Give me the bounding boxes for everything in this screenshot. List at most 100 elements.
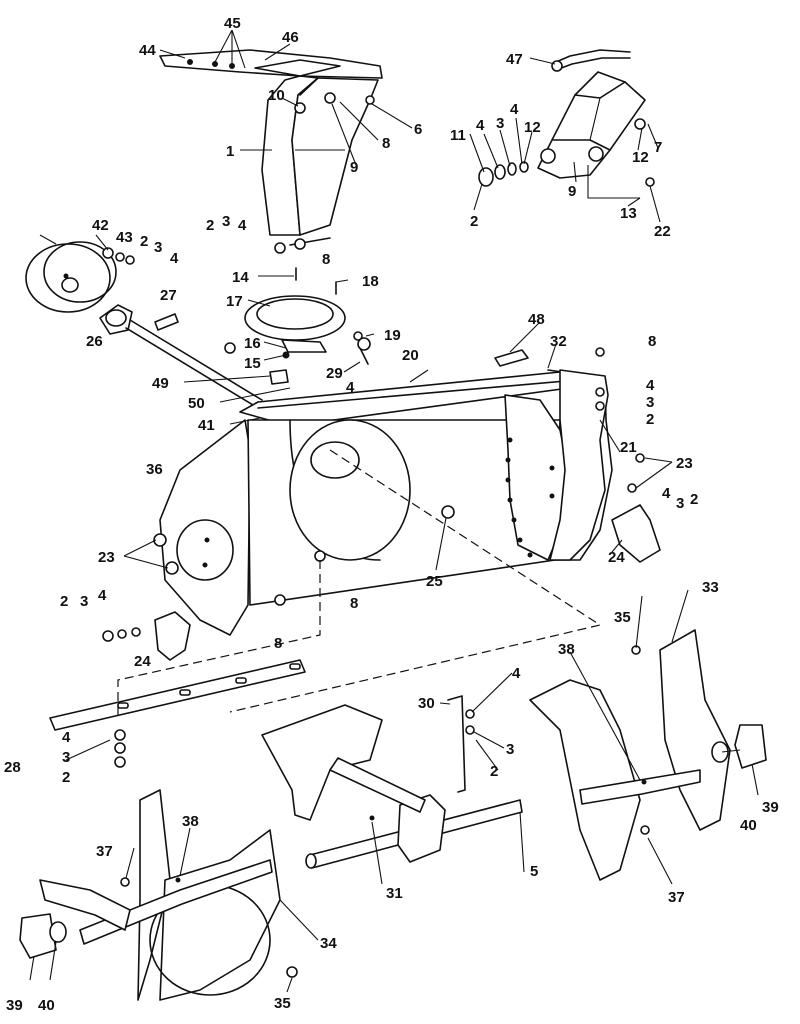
chute-deflector: [159, 49, 383, 79]
callout-2-right: 2: [646, 411, 654, 428]
callout-8-chute-base: 8: [322, 251, 330, 268]
callout-39-right: 39: [762, 799, 779, 816]
callout-36: 36: [146, 461, 163, 478]
callout-30: 30: [418, 695, 435, 712]
auger-gearbox-shaft: [261, 704, 523, 869]
callout-27: 27: [160, 287, 177, 304]
callout-4-skid-right: 4: [662, 485, 671, 502]
callout-2-deflector: 2: [470, 213, 478, 230]
callout-24-left: 24: [134, 653, 151, 670]
callout-12-deflector: 12: [524, 119, 541, 136]
callout-3-scraper: 3: [62, 749, 70, 766]
callout-3-right: 3: [646, 394, 654, 411]
callout-4-right: 4: [646, 377, 655, 394]
callout-29: 29: [326, 365, 343, 382]
callout-12-crank: 12: [632, 149, 649, 166]
auger-control-rod: [447, 695, 475, 793]
callout-37-right: 37: [668, 889, 685, 906]
callout-4-housing: 4: [346, 379, 355, 396]
callout-10: 10: [268, 87, 285, 104]
callout-20: 20: [402, 347, 419, 364]
callout-4-pulley: 4: [170, 250, 179, 267]
right-bearing-housing: [711, 724, 767, 769]
callout-21: 21: [620, 439, 637, 456]
callout-15: 15: [244, 355, 261, 372]
right-auger-flight: [529, 629, 731, 881]
callout-35-left: 35: [274, 995, 291, 1012]
callout-33: 33: [702, 579, 719, 596]
callout-8-housing-lower: 8: [350, 595, 358, 612]
callout-2-scraper: 2: [62, 769, 70, 786]
callout-14: 14: [232, 269, 249, 286]
assembly-path: [229, 449, 602, 713]
callout-28: 28: [4, 759, 21, 776]
callout-46: 46: [282, 29, 299, 46]
housing-left-side-plate: [159, 419, 251, 636]
callout-2-rod: 2: [490, 763, 498, 780]
callout-49: 49: [152, 375, 169, 392]
callout-9-chute: 9: [350, 159, 358, 176]
callout-38-right: 38: [558, 641, 575, 658]
callout-3-deflector: 3: [496, 115, 504, 132]
callout-42: 42: [92, 217, 109, 234]
callout-16: 16: [244, 335, 261, 352]
assembly-path-left: [117, 560, 321, 720]
callout-19: 19: [384, 327, 401, 344]
callout-31: 31: [386, 885, 403, 902]
left-bearing-housing: [19, 913, 67, 959]
callout-3-chute-base: 3: [222, 213, 230, 230]
callout-50: 50: [188, 395, 205, 412]
callout-24-right: 24: [608, 549, 625, 566]
scraper-bar: [49, 659, 306, 731]
housing-right-side-plate: [549, 369, 661, 563]
callout-1: 1: [226, 143, 234, 160]
callout-2-pulley: 2: [140, 233, 148, 250]
callout-44: 44: [139, 42, 156, 59]
callout-4-scraper: 4: [62, 729, 71, 746]
callout-3-rod: 3: [506, 741, 514, 758]
callout-38-left: 38: [182, 813, 199, 830]
callout-2-chute-base: 2: [206, 217, 214, 234]
impeller-pulley: [25, 241, 263, 409]
callout-3-skid-left: 3: [80, 593, 88, 610]
callout-41: 41: [198, 417, 215, 434]
callout-7: 7: [654, 139, 662, 156]
callout-35-right: 35: [614, 609, 631, 626]
callout-39-left: 39: [6, 997, 23, 1014]
callout-4-chute-base: 4: [238, 217, 247, 234]
callout-labels: 44 45 46 47 10 1 6 8 9 11 4 3 4 12 12 7 …: [4, 15, 779, 1014]
callout-40-left: 40: [38, 997, 55, 1014]
callout-11: 11: [450, 127, 466, 144]
callout-2-skid-right: 2: [690, 491, 698, 508]
callout-47: 47: [506, 51, 523, 68]
callout-40-right: 40: [740, 817, 757, 834]
callout-13: 13: [620, 205, 637, 222]
callout-4-deflector: 4: [476, 117, 485, 134]
callout-25: 25: [426, 573, 443, 590]
callout-45: 45: [224, 15, 241, 32]
callout-leaders: [29, 29, 759, 993]
callout-34: 34: [320, 935, 337, 952]
left-auger-flight: [39, 789, 281, 1001]
callout-17: 17: [226, 293, 243, 310]
callout-43: 43: [116, 229, 133, 246]
left-skid-shoe: [154, 611, 191, 661]
callout-4-deflector-upper: 4: [510, 101, 519, 118]
callout-5: 5: [530, 863, 538, 880]
chute-base-ring: [224, 267, 371, 365]
callout-8-right: 8: [648, 333, 656, 350]
callout-6: 6: [414, 121, 422, 138]
callout-32: 32: [550, 333, 567, 350]
callout-3-skid-right: 3: [676, 495, 684, 512]
callout-9-deflector: 9: [568, 183, 576, 200]
callout-37-left: 37: [96, 843, 113, 860]
callout-23-left: 23: [98, 549, 115, 566]
discharge-chute: [261, 75, 379, 254]
callout-8-chute: 8: [382, 135, 390, 152]
fastener-hardware: [102, 387, 650, 978]
callout-8-housing-bottom: 8: [274, 635, 282, 652]
callout-26: 26: [86, 333, 103, 350]
deflector-assembly: [478, 49, 655, 199]
callout-4-skid-left: 4: [98, 587, 107, 604]
